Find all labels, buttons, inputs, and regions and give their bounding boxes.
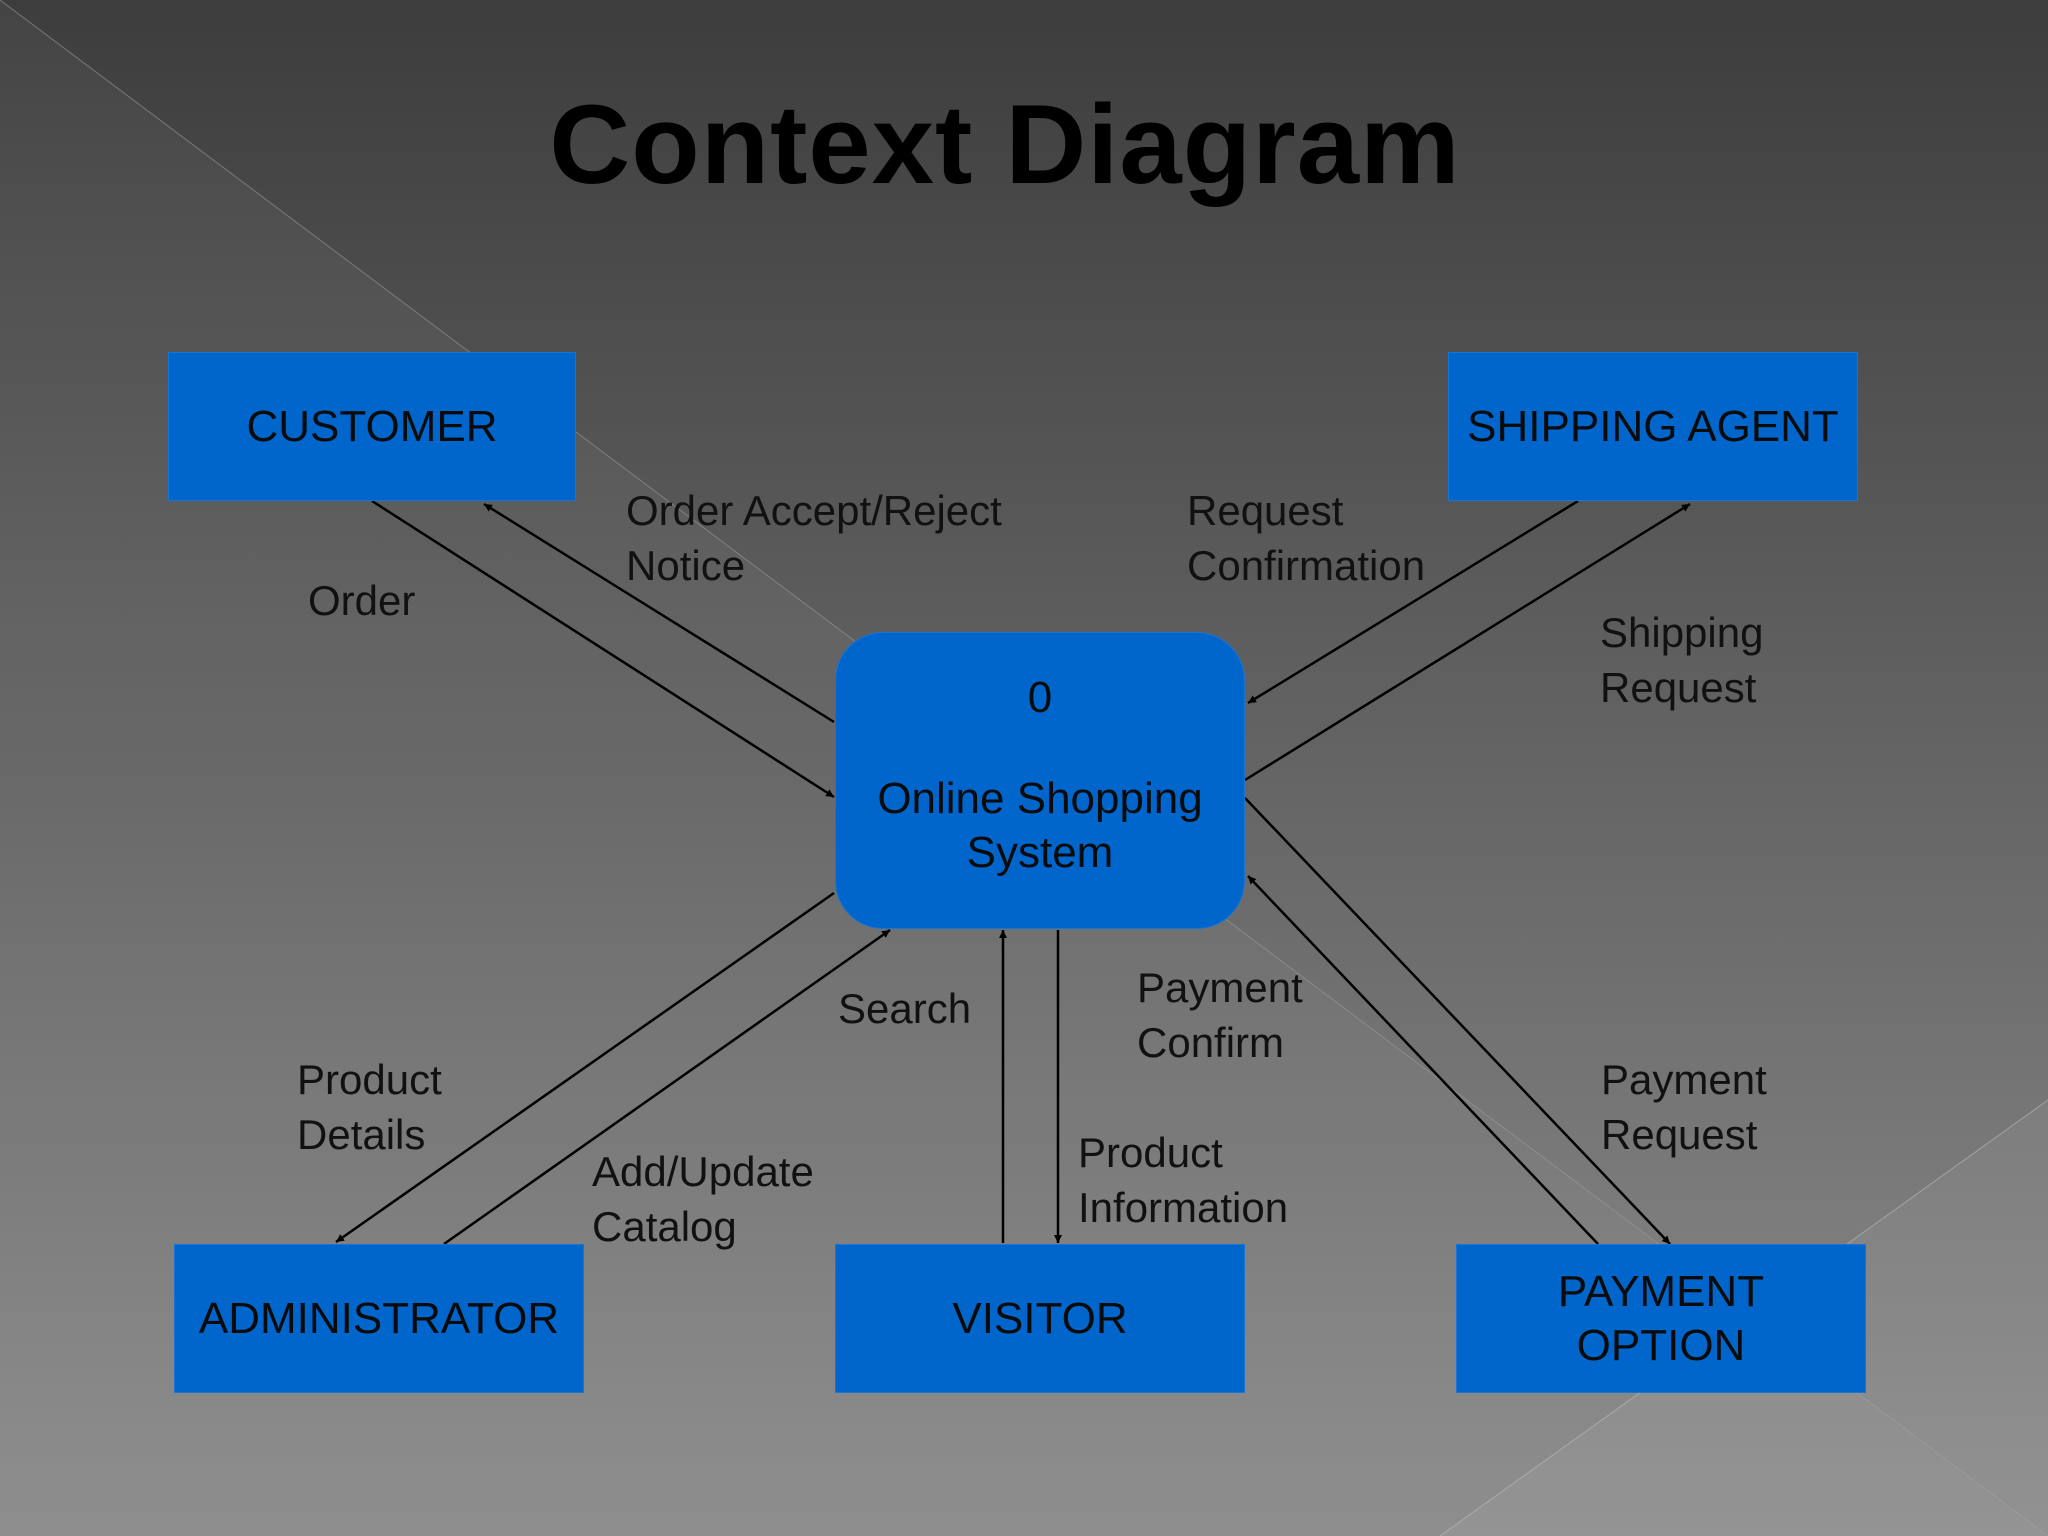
slide-title: Context Diagram bbox=[549, 82, 1461, 207]
entity-customer: CUSTOMER bbox=[168, 352, 576, 501]
flow-label-shipping-request: Shipping Request bbox=[1600, 609, 1764, 711]
entity-customer-label: CUSTOMER bbox=[246, 401, 498, 451]
flow-label-search: Search bbox=[838, 985, 972, 1032]
flow-label-payment-confirm: Payment Confirm bbox=[1137, 964, 1303, 1066]
entity-visitor: VISITOR bbox=[835, 1244, 1245, 1393]
entity-shipping-agent-label: SHIPPING AGENT bbox=[1467, 401, 1839, 451]
entity-visitor-label: VISITOR bbox=[952, 1293, 1128, 1343]
process-id: 0 bbox=[1027, 673, 1053, 722]
process-name: Online Shopping System bbox=[877, 773, 1203, 877]
flow-label-request-confirmation: Request Confirmation bbox=[1187, 487, 1426, 589]
arrow-order bbox=[371, 499, 835, 799]
arrow-payment-confirm bbox=[1247, 875, 1599, 1245]
flow-label-product-details: Product Details bbox=[297, 1056, 442, 1158]
process-online-shopping-system: 0 Online Shopping System bbox=[835, 632, 1245, 929]
flow-label-order-accept-reject: Order Accept/Reject Notice bbox=[626, 487, 1002, 589]
flow-label-product-information: Product Information bbox=[1078, 1129, 1289, 1231]
flow-label-payment-request: Payment Request bbox=[1601, 1056, 1767, 1158]
arrow-request-confirmation bbox=[1247, 499, 1579, 705]
arrow-order-accept-reject bbox=[483, 502, 835, 724]
flow-label-order: Order bbox=[308, 577, 416, 624]
arrow-shipping-request bbox=[1244, 502, 1691, 782]
arrow-payment-request bbox=[1244, 797, 1671, 1245]
entity-administrator: ADMINISTRATOR bbox=[174, 1244, 584, 1393]
flow-label-add-update-catalog: Add/Update Catalog bbox=[592, 1148, 814, 1250]
entity-administrator-label: ADMINISTRATOR bbox=[198, 1293, 560, 1343]
arrow-product-details bbox=[335, 891, 835, 1244]
entity-shipping-agent: SHIPPING AGENT bbox=[1448, 352, 1858, 501]
entity-payment-option-label: PAYMENT OPTION bbox=[1557, 1266, 1765, 1370]
entity-payment-option: PAYMENT OPTION bbox=[1456, 1244, 1866, 1393]
arrow-add-update-catalog bbox=[443, 928, 891, 1246]
